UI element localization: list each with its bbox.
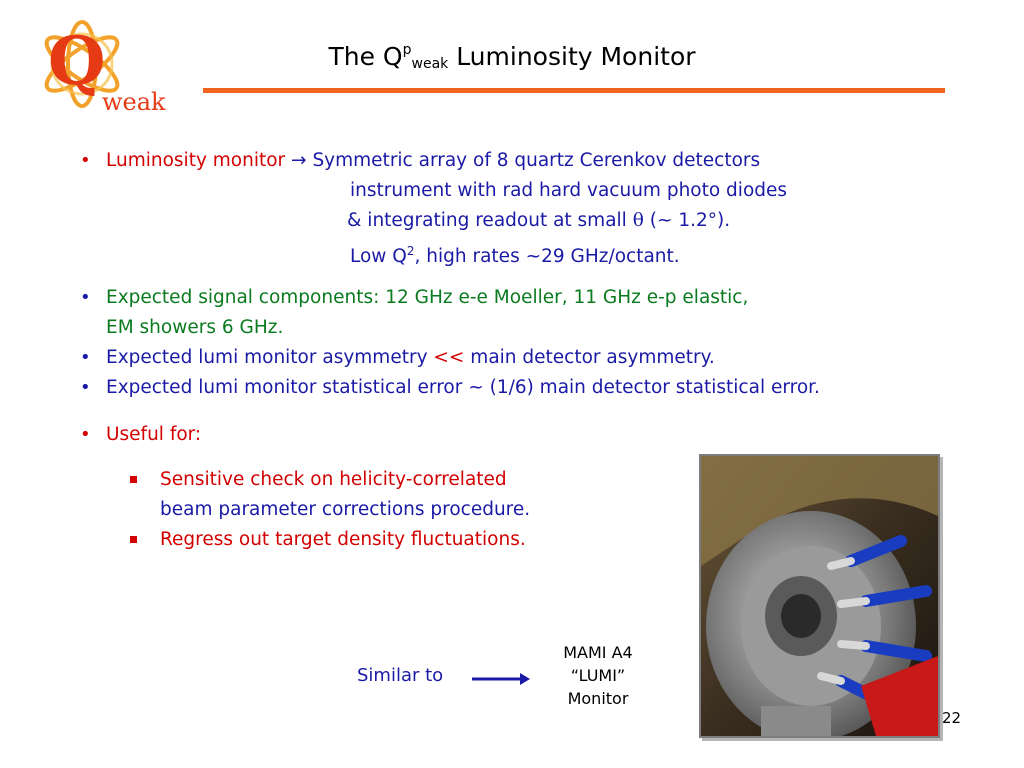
caption-line-2: “LUMI” [570,666,626,685]
bullet-1-line-1: Luminosity monitor → Symmetric array of … [106,150,760,172]
arrow-icon: → [291,150,307,171]
bullet-dot: • [80,287,91,308]
atom-logo-icon [44,20,120,108]
right-arrow-icon [472,673,530,685]
similar-to-label: Similar to [357,665,444,686]
bullet-1-line-2: instrument with rad hard vacuum photo di… [350,180,788,201]
detector-photo-illustration [701,456,938,736]
bullet-1-line-3: & integrating readout at small θ (~ 1.2°… [347,210,730,232]
luminosity-monitor-label: Luminosity monitor [106,150,292,171]
line3-pre: & integrating readout at small [347,210,633,231]
qweak-logo: Q weak [22,14,172,124]
bullet-4-line: Expected lumi monitor statistical error … [106,377,820,398]
page-number: 22 [942,709,962,727]
logo-letter: Q [48,22,106,100]
line4-pre: Low Q [350,246,407,268]
square-bullet-icon [130,536,137,543]
bullet-1-line-4: Low Q2, high rates ~29 GHz/octant. [350,240,680,268]
much-less-than-symbol: << [433,347,465,368]
line3-post: (~ 1.2°). [643,210,731,231]
title-sup: p [402,42,412,58]
title-prefix: The Q [328,42,403,71]
bullet-dot: • [80,347,91,368]
bullet-dot: • [80,150,91,171]
theta-symbol: θ [632,210,644,231]
bullet-1-text: Symmetric array of 8 quartz Cerenkov det… [306,150,761,171]
title-sub: weak [411,56,449,72]
sub-bullet-1-line-2: beam parameter corrections procedure. [160,499,531,520]
title-underline [203,88,945,93]
caption-line-1: MAMI A4 [563,643,633,662]
sub-bullet-2-line: Regress out target density fluctuations. [160,529,526,550]
photo-caption: MAMI A4 “LUMI” Monitor [548,641,648,710]
bullet-3-line: Expected lumi monitor asymmetry << main … [106,347,715,369]
caption-line-3: Monitor [567,689,629,708]
bullet-dot: • [80,424,91,445]
bullet-dot: • [80,377,91,398]
bullet-2-line-2: EM showers 6 GHz. [106,317,284,338]
sub-bullet-1-line-1: Sensitive check on helicity-correlated [160,469,507,490]
bullet-2-line-1: Expected signal components: 12 GHz e-e M… [106,287,749,308]
logo-text: weak [102,88,166,116]
slide-title: The Qpweak Luminosity Monitor [0,42,1024,72]
square-bullet-icon [130,476,137,483]
line4-post: , high rates ~29 GHz/octant. [414,246,680,268]
lumi-monitor-photo [699,454,940,738]
bullet-3-post: main detector asymmetry. [464,347,715,368]
title-suffix: Luminosity Monitor [448,42,696,71]
line4-sup: 2 [406,244,415,258]
bullet-3-pre: Expected lumi monitor asymmetry [106,347,434,368]
bullet-5-line: Useful for: [106,424,202,445]
